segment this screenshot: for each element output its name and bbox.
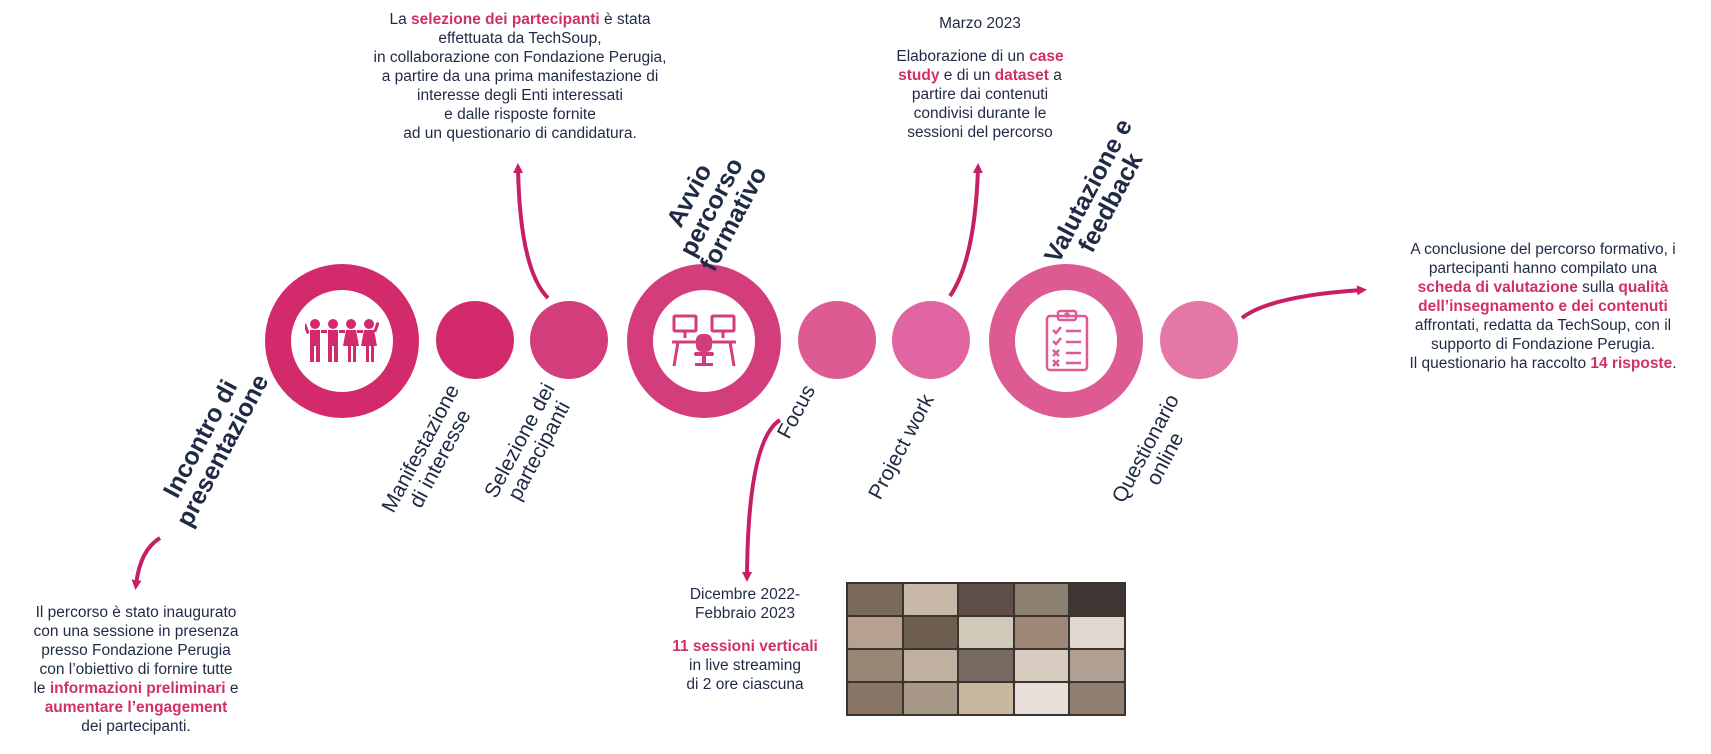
clipboard-checklist-icon	[1045, 309, 1089, 372]
video-call-grid-image	[846, 582, 1126, 716]
note-project: Marzo 2023 Elaborazione di un case study…	[896, 15, 1064, 141]
arrow-feedback	[1240, 285, 1367, 320]
step-dot-manifestazione	[436, 301, 514, 379]
arrow-project	[948, 163, 983, 298]
step-dot-project	[892, 301, 970, 379]
note-intro: Il percorso è stato inaugurato con una s…	[33, 604, 239, 735]
note-selection: La selezione dei partecipanti è stata ef…	[373, 11, 667, 142]
step-dot-focus	[798, 301, 876, 379]
step-dot-selezione	[530, 301, 608, 379]
people-icon	[305, 319, 379, 362]
note-focus: Dicembre 2022- Febbraio 2023 11 sessioni…	[672, 586, 818, 693]
step-dot-questionario	[1160, 301, 1238, 379]
workstation-icon	[672, 314, 736, 367]
note-feedback: A conclusione del percorso formativo, i …	[1409, 241, 1677, 372]
arrow-focus	[742, 418, 782, 582]
arrow-intro	[131, 536, 162, 590]
arrow-selection	[513, 163, 550, 300]
